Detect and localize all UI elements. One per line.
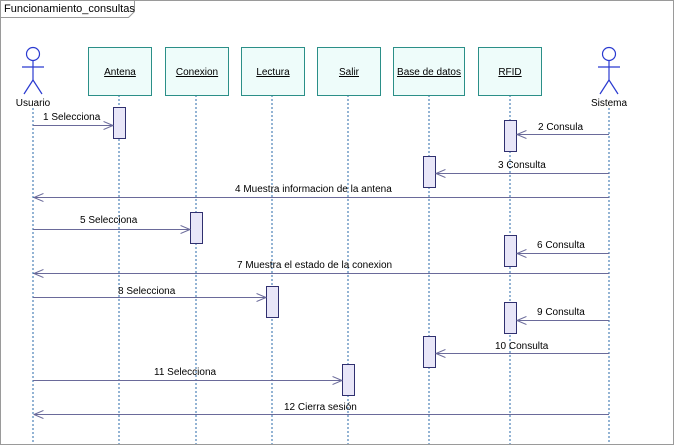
- message-2[interactable]: 2 Consula: [517, 122, 609, 135]
- message-6[interactable]: 6 Consulta: [517, 240, 609, 254]
- activation-rfid-1: [504, 120, 517, 152]
- object-base-de-datos[interactable]: Base de datos: [393, 47, 465, 96]
- message-7[interactable]: 7 Muestra el estado de la conexion: [34, 260, 609, 274]
- actor-sistema-label: Sistema: [591, 98, 628, 109]
- activation-base-de-datos-2: [423, 336, 436, 368]
- message-11[interactable]: 11 Selecciona: [33, 367, 342, 381]
- message-5-label: 5 Selecciona: [80, 215, 138, 226]
- message-9[interactable]: 9 Consulta: [517, 307, 609, 321]
- object-lectura[interactable]: Lectura: [241, 47, 305, 96]
- activations: [113, 107, 517, 396]
- object-box: [165, 47, 229, 96]
- message-4-label: 4 Muestra informacion de la antena: [235, 184, 392, 195]
- message-12-label: 12 Cierra sesión: [284, 402, 357, 413]
- object-antena-label: Antena: [104, 67, 136, 78]
- object-box: [478, 47, 542, 96]
- activation-salir: [342, 364, 355, 396]
- message-5[interactable]: 5 Selecciona: [33, 215, 190, 230]
- object-conexion[interactable]: Conexion: [165, 47, 229, 96]
- activation-lectura: [266, 286, 279, 318]
- activation-base-de-datos-1: [423, 156, 436, 188]
- message-10[interactable]: 10 Consulta: [436, 341, 609, 354]
- message-10-label: 10 Consulta: [495, 341, 549, 352]
- stick-figure-icon: [598, 46, 620, 95]
- object-base-de-datos-label: Base de datos: [397, 67, 461, 78]
- message-11-label: 11 Selecciona: [154, 367, 217, 378]
- object-salir[interactable]: Salir: [317, 47, 381, 96]
- lifelines: [32, 95, 610, 444]
- object-box: [241, 47, 305, 96]
- message-9-label: 9 Consulta: [537, 307, 585, 318]
- actor-usuario-label: Usuario: [16, 98, 51, 109]
- activation-rfid-3: [504, 302, 517, 334]
- object-box: [317, 47, 381, 96]
- activation-rfid-2: [504, 235, 517, 267]
- message-12[interactable]: 12 Cierra sesión: [34, 402, 609, 415]
- actor-sistema[interactable]: Sistema: [591, 46, 628, 110]
- frame-tab: [0, 0, 135, 18]
- message-8[interactable]: 8 Selecciona: [33, 286, 266, 298]
- message-2-label: 2 Consula: [538, 122, 583, 133]
- frame-title: Funcionamiento_consultas: [4, 3, 135, 15]
- message-3[interactable]: 3 Consulta: [436, 160, 609, 174]
- object-salir-label: Salir: [339, 67, 360, 78]
- message-6-label: 6 Consulta: [537, 240, 585, 251]
- message-1-label: 1 Selecciona: [43, 112, 101, 123]
- actor-usuario[interactable]: Usuario: [16, 46, 51, 110]
- message-7-label: 7 Muestra el estado de la conexion: [237, 260, 392, 271]
- object-box: [393, 47, 465, 96]
- object-box: [88, 47, 152, 96]
- message-3-label: 3 Consulta: [498, 160, 546, 171]
- stick-figure-icon: [22, 46, 44, 95]
- activation-antena: [113, 107, 126, 139]
- message-1[interactable]: 1 Selecciona: [33, 112, 113, 126]
- message-8-label: 8 Selecciona: [118, 286, 176, 297]
- message-4[interactable]: 4 Muestra informacion de la antena: [34, 184, 609, 198]
- object-lectura-label: Lectura: [256, 67, 290, 78]
- object-rfid-label: RFID: [498, 67, 521, 78]
- object-antena[interactable]: Antena: [88, 47, 152, 96]
- object-rfid[interactable]: RFID: [478, 47, 542, 96]
- activation-conexion: [190, 212, 203, 244]
- object-conexion-label: Conexion: [176, 67, 218, 78]
